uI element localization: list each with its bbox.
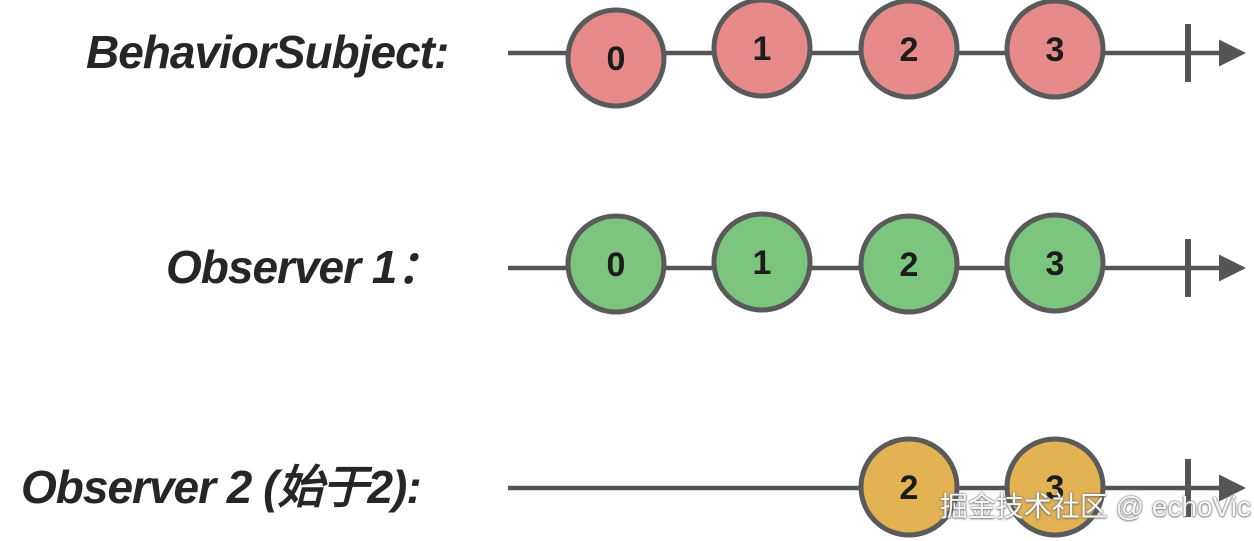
marble-behavior-subject-1 xyxy=(711,0,813,99)
marble-value-observer-2-2: 2 xyxy=(900,469,919,507)
marble-observer-1-1 xyxy=(711,211,813,313)
marble-observer-1-0 xyxy=(565,213,667,315)
marble-behavior-subject-3 xyxy=(1004,0,1106,100)
marble-observer-1-2 xyxy=(858,213,960,315)
marble-observer-2-3 xyxy=(1004,436,1106,538)
row-label-behavior-subject: BehaviorSubject: xyxy=(86,26,449,78)
marble-observer-2-2 xyxy=(858,436,960,538)
marble-value-observer-1-3: 3 xyxy=(1046,245,1065,283)
arrowhead-icon xyxy=(1219,254,1246,282)
marble-behavior-subject-0 xyxy=(565,7,667,109)
arrowhead-icon xyxy=(1219,39,1246,67)
marble-behavior-subject-2 xyxy=(858,0,960,100)
marble-observer-1-3 xyxy=(1004,212,1106,314)
marble-value-behavior-subject-2: 2 xyxy=(900,31,919,69)
marble-value-observer-1-2: 2 xyxy=(900,246,919,284)
marble-value-observer-1-0: 0 xyxy=(607,246,626,284)
arrowhead-icon xyxy=(1219,474,1246,502)
watermark: 掘金技术社区 @ echoVic xyxy=(939,491,1251,522)
row-label-observer-1: Observer 1： xyxy=(166,241,442,293)
marble-value-behavior-subject-3: 3 xyxy=(1046,31,1065,69)
marble-value-observer-2-3: 3 xyxy=(1046,469,1065,507)
marble-value-behavior-subject-0: 0 xyxy=(607,40,626,78)
row-label-observer-2: Observer 2 (始于2): xyxy=(21,461,422,513)
marble-value-behavior-subject-1: 1 xyxy=(753,30,772,68)
marble-value-observer-1-1: 1 xyxy=(753,244,772,282)
